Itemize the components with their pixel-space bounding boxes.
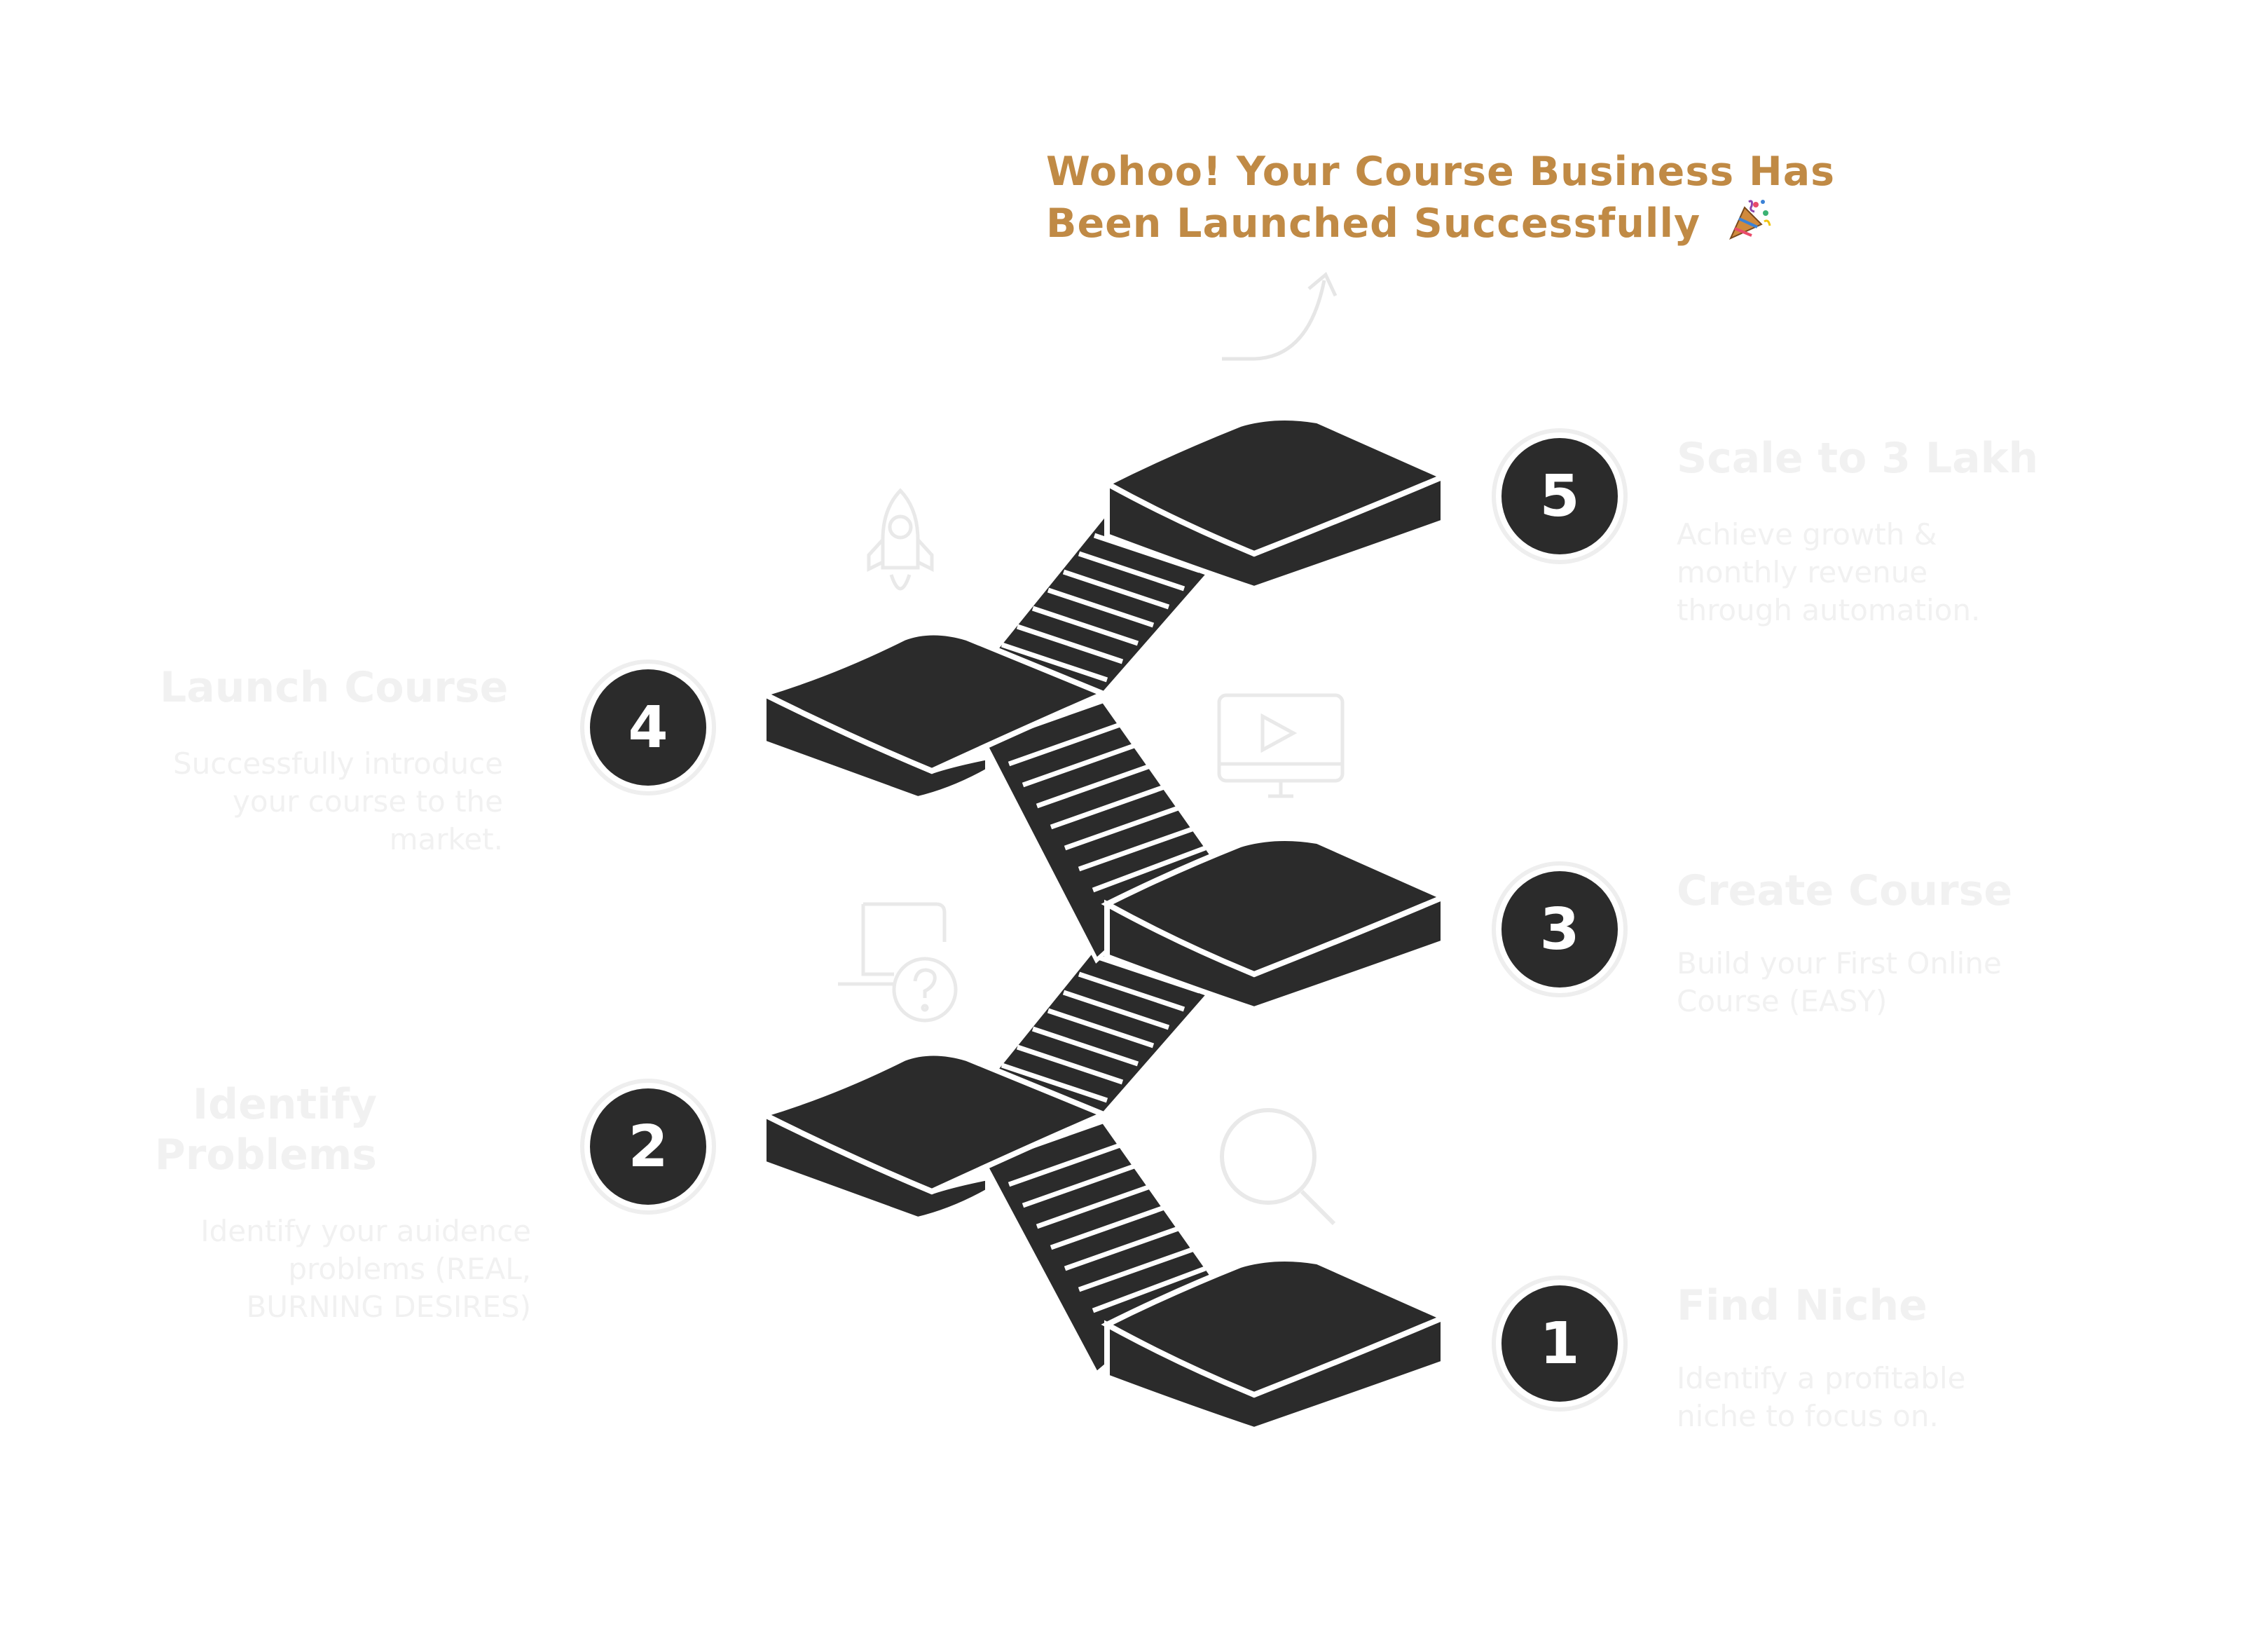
step-5-description: Achieve growth & monthly revenue through… [1677,516,2167,629]
step-3-description-line: Course (EASY) [1677,984,1888,1018]
step-4-description-line: Successfully introduce [172,746,503,781]
step-3-description: Build your First Online Course (EASY) [1677,945,2167,1020]
party-popper-icon [1728,198,1771,254]
step-3-title: Create Course [1677,866,2013,915]
step-1-description-line: Identify a profitable [1677,1361,1966,1395]
step-5-description-line: monthly revenue [1677,555,1928,589]
step-2-description-line: BURNING DESIRES) [246,1290,531,1324]
headline-line-2-text: Been Launched Successfully [1046,200,1701,247]
curved-arrow-icon [1222,272,1338,361]
laptop-question-icon [838,902,958,1023]
step-2-badge: 2 [584,1083,712,1210]
step-5-badge: 5 [1496,432,1623,560]
platform-2 [756,1050,1111,1223]
step-4-description-line: market. [389,822,503,856]
step-2-title-line: Problems [154,1130,377,1180]
step-1-badge: 1 [1496,1280,1623,1407]
headline: Wohoo! Your Course Business Has Been Lau… [1046,146,1887,254]
step-2-title-line: Identify [192,1080,377,1129]
step-4-badge: 4 [584,664,712,791]
step-3-badge: 3 [1496,866,1623,993]
step-2-description-line: Identify your auidence [200,1214,531,1248]
rocket-icon [867,488,934,591]
step-5-title: Scale to 3 Lakh [1677,434,2039,483]
video-monitor-icon [1217,693,1345,798]
step-4-description: Successfully introduce your course to th… [125,745,503,859]
step-4-description-line: your course to the [233,784,503,819]
magnifier-icon [1220,1108,1336,1226]
platform-4 [756,629,1111,802]
step-3-description-line: Build your First Online [1677,946,2002,980]
step-1-title: Find Niche [1677,1281,1927,1330]
platform-3 [1101,835,1451,1013]
step-1-description: Identify a profitable niche to focus on. [1677,1360,2167,1435]
step-2-description: Identify your auidence problems (REAL, B… [118,1212,531,1326]
headline-line-1: Wohoo! Your Course Business Has [1046,149,1836,195]
platform-1 [1101,1256,1451,1433]
step-1-description-line: niche to focus on. [1677,1399,1939,1433]
headline-line-2: Been Launched Successfully [1046,198,1887,254]
step-5-description-line: Achieve growth & [1677,517,1937,552]
platform-5 [1101,415,1451,592]
step-4-title: Launch Course [160,663,509,712]
step-2-title: Identify Problems [146,1079,377,1180]
step-5-description-line: through automation. [1677,593,1981,627]
step-2-description-line: problems (REAL, [288,1252,531,1286]
